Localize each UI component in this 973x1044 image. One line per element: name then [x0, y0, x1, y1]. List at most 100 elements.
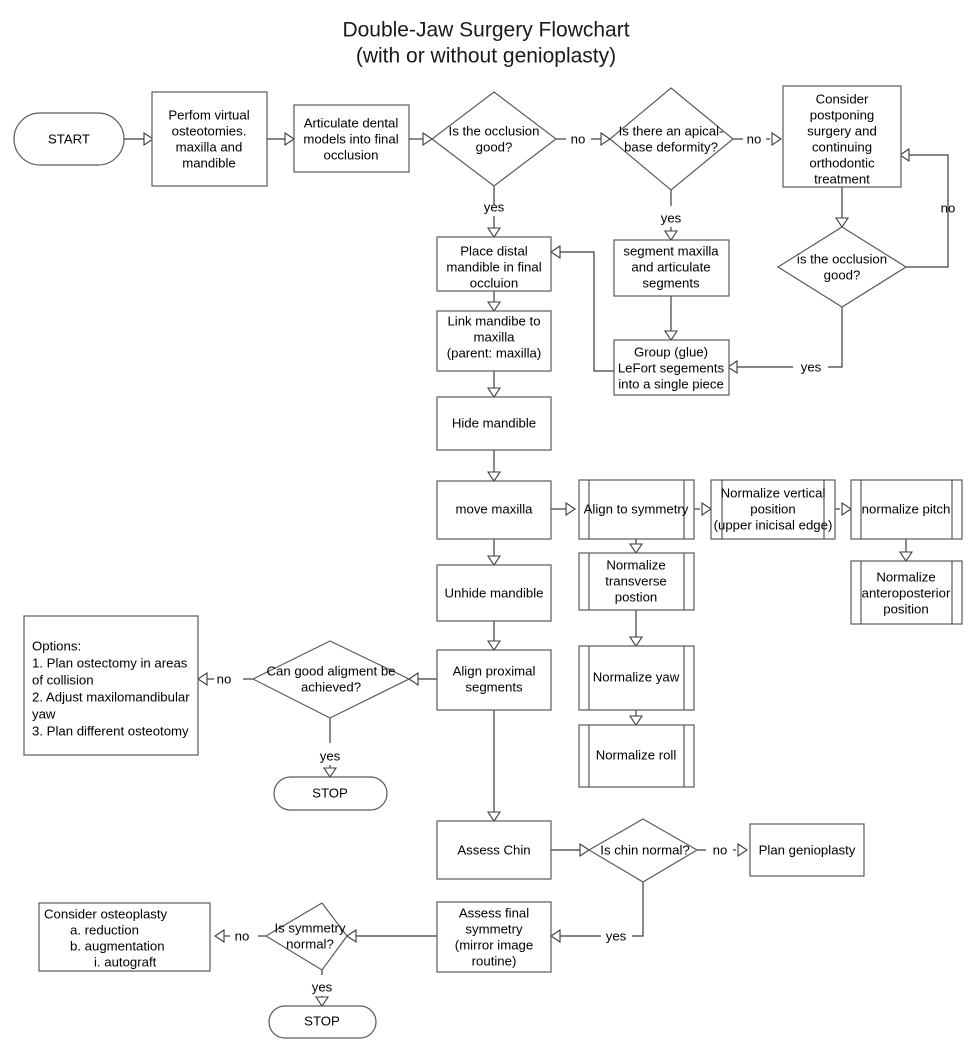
- arrowhead-chin-assessfinal: [550, 928, 561, 944]
- good-alignment-shape: [251, 640, 411, 719]
- assess-final-symmetry-label-l3: (mirror image: [455, 937, 533, 952]
- node-group-glue[interactable]: Group (glue) LeFort segements into a sin…: [613, 339, 730, 396]
- node-link-mandible[interactable]: Link mandibe to maxilla (parent: maxilla…: [436, 310, 552, 372]
- node-options[interactable]: Options: 1. Plan ostectomy in areas of c…: [23, 615, 199, 756]
- node-normalize-transverse[interactable]: Normalize transverse postion: [578, 552, 695, 611]
- arrowhead-occlusion1-apical: [600, 131, 611, 147]
- edge-label-apical-no: no: [747, 131, 762, 146]
- node-align-proximal[interactable]: Align proximal segments: [436, 649, 552, 711]
- arrowhead-articulate-occlusion1: [422, 131, 433, 147]
- options-label-l3: of collision: [32, 672, 94, 687]
- node-normalize-roll[interactable]: Normalize roll: [578, 724, 695, 788]
- edge-label-occlusion1-yes: yes: [484, 199, 505, 214]
- place-distal-label-l2: mandible in final: [446, 259, 541, 274]
- node-occlusion-good-1[interactable]: Is the occlusion good?: [431, 91, 557, 187]
- symmetry-normal-shape: [264, 902, 348, 971]
- occlusion-good-1-label-l2: good?: [476, 139, 513, 154]
- normalize-transverse-label-l2: transverse: [605, 573, 667, 588]
- consider-postponing-label-l2: postponing: [810, 107, 875, 122]
- arrowhead-align-transverse: [628, 543, 644, 554]
- node-stop-1[interactable]: STOP: [273, 776, 388, 811]
- perform-osteotomies-label-l3: maxilla and: [176, 139, 243, 154]
- normalize-transverse-label-l1: Normalize: [606, 557, 665, 572]
- node-occlusion-good-2[interactable]: is the occlusion good?: [776, 226, 908, 308]
- apical-base-deformity-shape: [609, 87, 734, 191]
- arrowhead-goodalign-stop1: [322, 767, 338, 778]
- node-normalize-vertical[interactable]: Normalize vertical position (upper inici…: [710, 479, 836, 540]
- node-unhide-mandible[interactable]: Unhide mandible: [436, 564, 552, 622]
- apical-base-deformity-label-l2: base deformity?: [624, 139, 718, 154]
- good-alignment-label-l1: Can good aligment be: [266, 663, 395, 678]
- edge-label-chin-no: no: [713, 842, 728, 857]
- arrowhead-symmetry-stop2: [314, 996, 330, 1007]
- move-maxilla-shape: [436, 480, 552, 540]
- node-consider-postponing[interactable]: Consider postponing surgery and continui…: [782, 85, 902, 188]
- node-move-maxilla[interactable]: move maxilla: [436, 480, 552, 540]
- consider-postponing-label-l6: treatment: [814, 171, 870, 186]
- stop-1-shape: [273, 776, 388, 811]
- consider-osteoplasty-label-l3: b. augmentation: [70, 938, 165, 953]
- edge-label-alignment-no: no: [217, 671, 232, 686]
- node-segment-maxilla[interactable]: segment maxilla and articulate segments: [613, 239, 730, 297]
- node-assess-chin[interactable]: Assess Chin: [436, 820, 552, 880]
- arrowhead-pitch-anteroposterior: [898, 551, 914, 562]
- plan-genioplasty-label: Plan genioplasty: [759, 842, 856, 857]
- arrowhead-unhide-alignproximal: [486, 640, 502, 651]
- align-to-symmetry-shape: [578, 479, 695, 540]
- occlusion-good-1-label-l1: Is the occlusion: [449, 123, 540, 138]
- perform-osteotomies-label-l2: osteotomies.: [172, 123, 247, 138]
- node-place-distal-mandible[interactable]: Place distal mandible in final occluion: [436, 236, 552, 292]
- align-proximal-shape: [436, 649, 552, 711]
- node-plan-genioplasty[interactable]: Plan genioplasty: [749, 823, 865, 877]
- link-mandible-label-l2: maxilla: [473, 329, 515, 344]
- place-distal-mandible-shape: [436, 236, 552, 292]
- page-title-line1: Double-Jaw Surgery Flowchart: [342, 19, 629, 42]
- normalize-vertical-label-l1: Normalize vertical: [721, 485, 826, 500]
- arrowhead-group-place-distal: [550, 244, 561, 260]
- group-glue-label-l3: into a single piece: [618, 376, 724, 391]
- occlusion-good-2-label-l1: is the occlusion: [797, 251, 887, 266]
- options-label-l5: yaw: [32, 706, 56, 721]
- normalize-roll-label: Normalize roll: [596, 747, 677, 762]
- node-normalize-pitch[interactable]: normalize pitch: [850, 479, 963, 540]
- options-label-l1: Options:: [32, 638, 81, 653]
- arrowhead-occlusion1-place-distal: [486, 227, 502, 238]
- node-assess-final-symmetry[interactable]: Assess final symmetry (mirror image rout…: [436, 901, 552, 973]
- node-start[interactable]: START: [13, 112, 125, 166]
- stop-1-label: STOP: [312, 785, 348, 800]
- node-chin-normal[interactable]: Is chin normal?: [587, 818, 699, 883]
- group-glue-label-l1: Group (glue): [634, 344, 708, 359]
- arrowhead-alignproximal-goodalign: [408, 671, 419, 687]
- arrowhead-apical-consider: [771, 131, 782, 147]
- edge-chin-yes-seg1: [632, 882, 644, 937]
- arrowhead-occlusion2-group-glue: [727, 359, 738, 375]
- plan-genioplasty-shape: [749, 823, 865, 877]
- node-articulate-models[interactable]: Articulate dental models into final occl…: [293, 104, 410, 173]
- node-apical-base-deformity[interactable]: Is there an apical- base deformity?: [609, 87, 734, 191]
- normalize-transverse-label-l3: postion: [615, 589, 658, 604]
- align-proximal-label-l2: segments: [465, 679, 523, 694]
- node-symmetry-normal[interactable]: Is symmetry normal?: [264, 902, 348, 971]
- node-normalize-yaw[interactable]: Normalize yaw: [578, 645, 695, 711]
- segment-maxilla-shape: [613, 239, 730, 297]
- arrowhead-goodalign-options: [197, 671, 208, 687]
- node-hide-mandible[interactable]: Hide mandible: [436, 396, 552, 451]
- stop-2-shape: [268, 1005, 377, 1039]
- symmetry-normal-label-l2: normal?: [286, 936, 334, 951]
- node-consider-osteoplasty[interactable]: Consider osteoplasty a. reduction b. aug…: [38, 902, 211, 972]
- stop-2-label: STOP: [304, 1013, 340, 1028]
- node-align-to-symmetry[interactable]: Align to symmetry: [578, 479, 695, 540]
- articulate-models-label-l2: models into final: [303, 131, 398, 146]
- arrowhead-assesschin-chinnormal: [579, 842, 590, 858]
- articulate-models-shape: [293, 104, 410, 173]
- edge-label-occlusion2-no: no: [941, 200, 956, 215]
- node-normalize-anteroposterior[interactable]: Normalize anteroposterior position: [850, 560, 963, 625]
- edge-occlusion2-yes-seg1: [828, 307, 843, 368]
- perform-osteotomies-label-l1: Perfom virtual: [168, 107, 249, 122]
- chin-normal-shape: [587, 818, 699, 883]
- node-stop-2[interactable]: STOP: [268, 1005, 377, 1039]
- node-perform-osteotomies[interactable]: Perfom virtual osteotomies. maxilla and …: [151, 91, 268, 187]
- node-good-alignment[interactable]: Can good aligment be achieved?: [251, 640, 411, 719]
- normalize-pitch-label: normalize pitch: [862, 501, 951, 516]
